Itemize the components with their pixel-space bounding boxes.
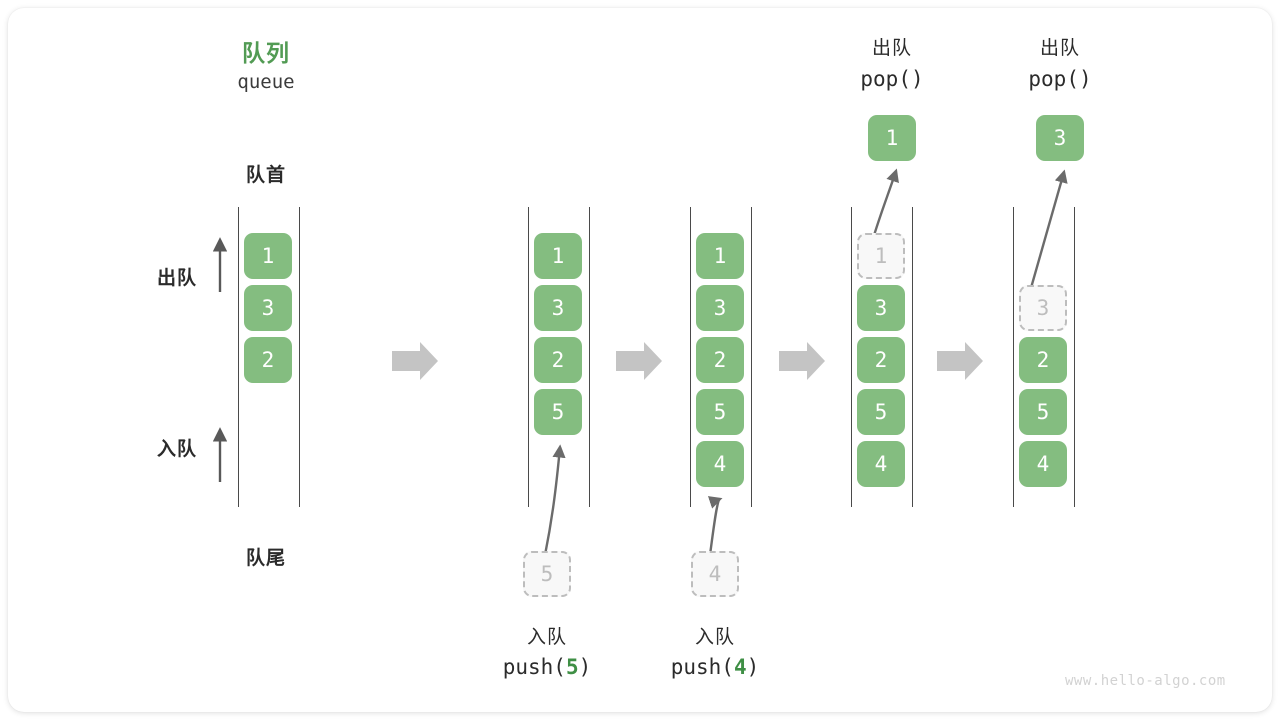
queue-cell: 2	[696, 337, 744, 383]
push-4-arrow	[707, 496, 723, 556]
push-5-code-suffix: )	[578, 655, 592, 679]
push-4-code-prefix: push(	[670, 655, 734, 679]
queue-rail-left-1	[238, 207, 239, 507]
pop-3-header-code: pop()	[1028, 67, 1092, 91]
enqueue-label: 入队	[156, 439, 197, 460]
push-5-caption-code: push(5)	[477, 655, 617, 679]
queue-cell: 1	[244, 233, 292, 279]
step-arrow-3	[779, 342, 825, 380]
pop-3-header-cn: 出队	[1039, 38, 1080, 59]
queue-cell: 2	[857, 337, 905, 383]
pop-3-arrow	[1027, 169, 1068, 296]
queue-cell: 2	[1019, 337, 1067, 383]
queue-rail-right-1	[299, 207, 300, 507]
popped-cell: 1	[868, 115, 916, 161]
queue-cell: 5	[696, 389, 744, 435]
queue-cell: 1	[696, 233, 744, 279]
queue-cell: 1	[534, 233, 582, 279]
popped-cell: 3	[1036, 115, 1084, 161]
push-4-caption-code: push(4)	[645, 655, 785, 679]
queue-cell: 3	[696, 285, 744, 331]
queue-cell: 5	[534, 389, 582, 435]
push-5-arrow	[543, 444, 566, 556]
push-5-code-num: 5	[565, 655, 579, 679]
front-label: 队首	[245, 165, 286, 186]
push-4-code-suffix: )	[746, 655, 760, 679]
push-5-caption-cn: 入队	[526, 627, 567, 648]
step-arrow-1	[392, 342, 438, 380]
diagram-card: 队列 queue 队首 队尾 出队 入队 1 3 2 1 3 2 5 5 入队 …	[8, 8, 1272, 712]
dequeue-label: 出队	[156, 268, 197, 289]
queue-cell: 2	[244, 337, 292, 383]
incoming-ghost-cell: 5	[523, 551, 571, 597]
pop-1-arrow	[870, 168, 899, 243]
arrows-overlay	[212, 168, 1068, 556]
push-5-code-prefix: push(	[502, 655, 566, 679]
diagram-stage: 队列 queue 队首 队尾 出队 入队 1 3 2 1 3 2 5 5 入队 …	[8, 8, 1272, 712]
queue-cell: 3	[534, 285, 582, 331]
pop-1-header-cn: 出队	[871, 38, 912, 59]
queue-cell: 4	[1019, 441, 1067, 487]
step-arrow-4	[937, 342, 983, 380]
queue-cell-ghost: 1	[857, 233, 905, 279]
queue-cell: 4	[857, 441, 905, 487]
push-4-code-num: 4	[733, 655, 747, 679]
queue-rail-right-5	[1074, 207, 1075, 507]
push-4-caption-cn: 入队	[694, 627, 735, 648]
pop-1-header-code: pop()	[860, 67, 924, 91]
queue-rail-left-2	[528, 207, 529, 507]
step-arrow-2	[616, 342, 662, 380]
watermark: www.hello-algo.com	[1065, 673, 1226, 689]
queue-cell: 5	[1019, 389, 1067, 435]
queue-title-cn: 队列	[242, 40, 290, 66]
queue-cell: 5	[857, 389, 905, 435]
queue-cell: 4	[696, 441, 744, 487]
queue-rail-left-5	[1013, 207, 1014, 507]
rear-label: 队尾	[245, 548, 286, 569]
queue-cell: 3	[857, 285, 905, 331]
queue-rail-left-3	[690, 207, 691, 507]
queue-rail-right-4	[912, 207, 913, 507]
queue-cell: 3	[244, 285, 292, 331]
incoming-ghost-cell: 4	[691, 551, 739, 597]
queue-rail-right-3	[751, 207, 752, 507]
queue-cell: 2	[534, 337, 582, 383]
queue-title-en: queue	[237, 71, 295, 93]
queue-rail-right-2	[589, 207, 590, 507]
queue-rail-left-4	[851, 207, 852, 507]
queue-cell-ghost: 3	[1019, 285, 1067, 331]
